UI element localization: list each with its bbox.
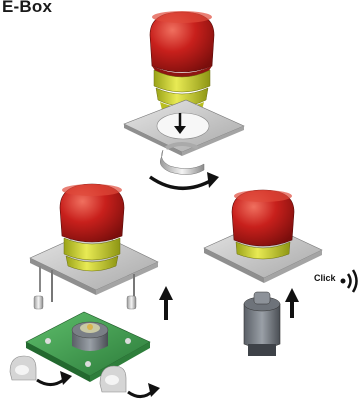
rotate-arrow-icon-left bbox=[36, 371, 72, 386]
sound-icon bbox=[340, 269, 358, 293]
click-label: Click bbox=[314, 273, 336, 283]
up-arrow-icon-right bbox=[285, 288, 299, 318]
screw-left bbox=[9, 355, 37, 381]
top-emergency-button bbox=[149, 11, 215, 114]
left-emergency-button bbox=[59, 183, 125, 272]
spacer-posts bbox=[33, 295, 137, 310]
diagram-title: E-Box bbox=[2, 0, 53, 16]
up-arrow-icon bbox=[159, 286, 173, 320]
screw-right bbox=[99, 365, 127, 393]
switch-connector bbox=[71, 321, 109, 351]
switch-block bbox=[243, 291, 281, 356]
locking-ring bbox=[160, 142, 205, 175]
down-arrow-icon bbox=[174, 113, 186, 134]
right-emergency-button bbox=[231, 189, 295, 260]
rotate-arrow-icon bbox=[148, 172, 219, 191]
rotate-arrow-icon-right bbox=[127, 383, 160, 398]
